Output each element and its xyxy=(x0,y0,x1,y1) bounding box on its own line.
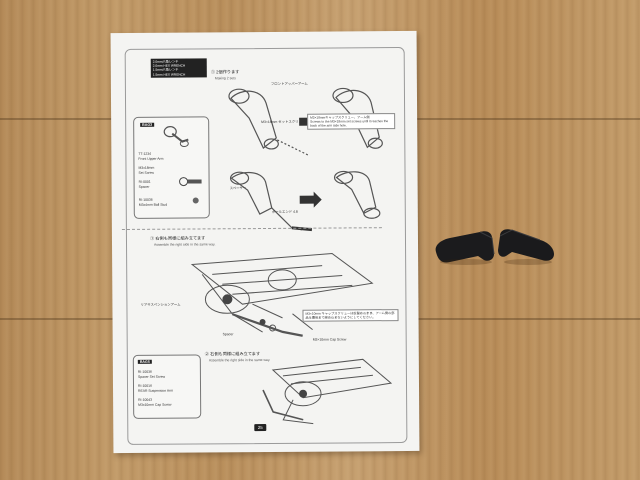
part-code: RI-10036 xyxy=(138,197,153,202)
black-arm-part-left xyxy=(435,231,495,265)
step1-parts-box: BAG3 TT-1234 Front Upper Arm M3x18mm Set… xyxy=(133,116,210,219)
part-name: Front Upper Arm xyxy=(138,156,164,161)
chassis-drawing-lower xyxy=(262,358,393,425)
step1-callout: M3×18mmキャップスクリュー、アーム側 Screws to the M3×1… xyxy=(307,113,396,130)
part-code: RI-10036 xyxy=(137,369,152,374)
label-spacer: Spacer xyxy=(222,332,234,337)
black-arm-part-right xyxy=(498,229,554,265)
upper-arm-part-icon xyxy=(163,126,189,148)
part-name: Spacer Set Screw xyxy=(137,374,166,379)
step2-callout: M3×10mm キャップスクリューは仮留めのまま、アーム側の部品を最後まで締め込… xyxy=(302,309,399,322)
step2-parts-box: BAG5 RI-10036 Spacer Set Screw RI-10016 … xyxy=(132,354,202,419)
page-number: 25 xyxy=(254,423,267,432)
label-spacer: スペーサー xyxy=(229,186,247,191)
part-code: RI-0001 xyxy=(138,179,151,184)
label-cap-screw: M3×10mm Cap Screw xyxy=(312,337,347,342)
ball-end-part-icon xyxy=(179,177,202,187)
part-code: TT-1234 xyxy=(138,151,152,156)
part-code: M3x18mm xyxy=(138,165,155,170)
part-code: RI-10016 xyxy=(137,383,152,388)
bag-tag: BAG5 xyxy=(137,359,152,364)
part-code: RI-10043 xyxy=(138,397,153,402)
part-name: M3x4mm Ball Stud xyxy=(138,202,168,207)
step2-heading-jp: ① 右側も同様に組み立てます xyxy=(149,235,206,241)
instruction-sheet: 2.0mm六角レンチ 2.0mm HEX WRENCH 1.5mm六角レンチ 1… xyxy=(110,30,420,454)
tool-label: 2.0mm六角レンチ 2.0mm HEX WRENCH 1.5mm六角レンチ 1… xyxy=(150,58,207,78)
label-ball-end: ボールエンド 4.8 xyxy=(271,209,298,214)
label-suspension-arm: リアサスペンションアーム xyxy=(140,302,181,307)
part-name: REAR Suspension Arm xyxy=(138,388,174,393)
part-name: Set Screw xyxy=(138,170,154,175)
step1-heading-jp: ① 2個作ります xyxy=(210,69,240,75)
step1-assembly-drawing xyxy=(228,87,383,232)
part-name: Spacer xyxy=(138,184,150,189)
label-set-screw: M3×18mm セットスクリュー xyxy=(261,119,306,125)
bag-tag: BAG3 xyxy=(140,122,155,127)
ball-stud-part-icon xyxy=(192,197,199,204)
part-name: M3x10mm Cap Screw xyxy=(138,402,172,407)
label-upper-arm: フロントアッパーアーム xyxy=(270,81,308,86)
